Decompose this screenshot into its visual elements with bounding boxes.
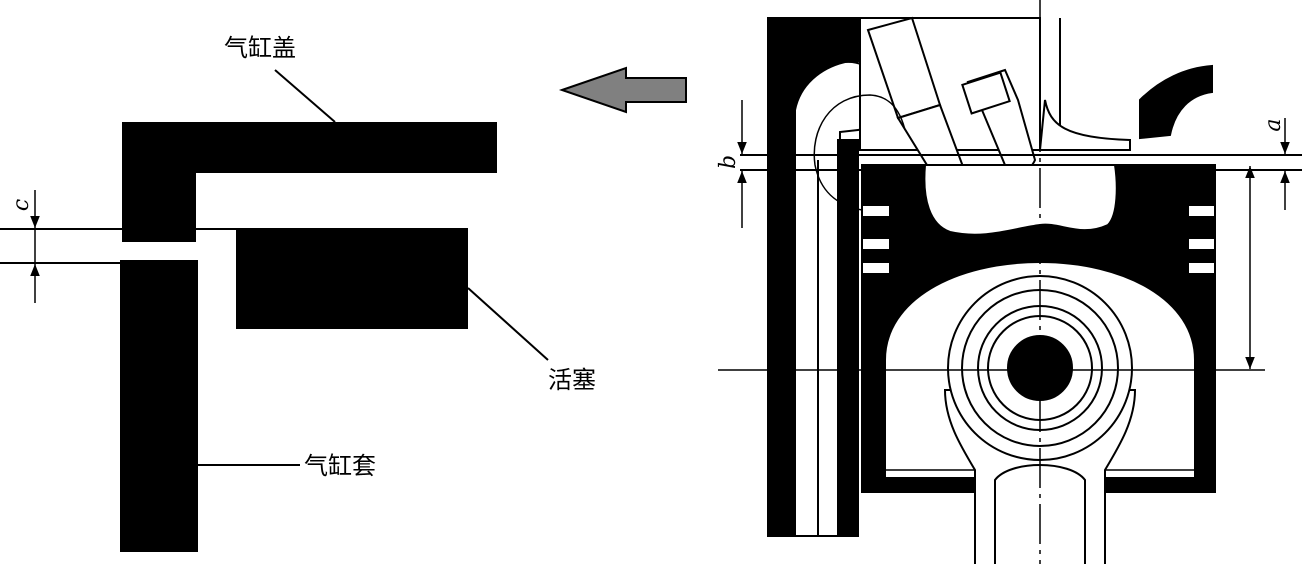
cylinder-liner-label: 气缸套 bbox=[304, 452, 376, 480]
dimension-b-label: b bbox=[716, 155, 741, 169]
cylinder-head-block bbox=[122, 122, 497, 242]
dimension-a: a bbox=[1261, 118, 1290, 210]
cylinder-head-leader bbox=[274, 69, 336, 123]
cylinder-head-label: 气缸盖 bbox=[224, 34, 296, 62]
valve-head bbox=[1038, 99, 1131, 151]
ring-groove-right-2 bbox=[1187, 237, 1216, 251]
dimension-b: b bbox=[716, 100, 747, 228]
piston-block bbox=[236, 228, 468, 329]
ring-groove-left-2 bbox=[861, 237, 891, 251]
ring-groove-left-1 bbox=[861, 204, 891, 218]
dimension-c-label: c bbox=[9, 199, 34, 211]
clearance-callout-curve bbox=[813, 94, 906, 211]
engine-section-view bbox=[740, 16, 1302, 564]
piston-label: 活塞 bbox=[548, 366, 596, 394]
ring-groove-right-1 bbox=[1187, 204, 1216, 218]
piston-bowl bbox=[923, 164, 1118, 236]
cylinder-liner-block bbox=[120, 260, 198, 552]
ring-groove-right-3 bbox=[1187, 261, 1216, 275]
ring-groove-left-3 bbox=[861, 261, 891, 275]
left-arrow-icon bbox=[558, 66, 687, 114]
piston-leader bbox=[467, 287, 549, 361]
detail-view: c 气缸盖 活塞 气缸套 bbox=[0, 34, 596, 552]
dimension-a-label: a bbox=[1261, 118, 1286, 131]
glow-plug-nut bbox=[961, 71, 1011, 115]
head-port-right bbox=[1139, 64, 1213, 140]
cylinder-liner-strip bbox=[837, 139, 859, 537]
